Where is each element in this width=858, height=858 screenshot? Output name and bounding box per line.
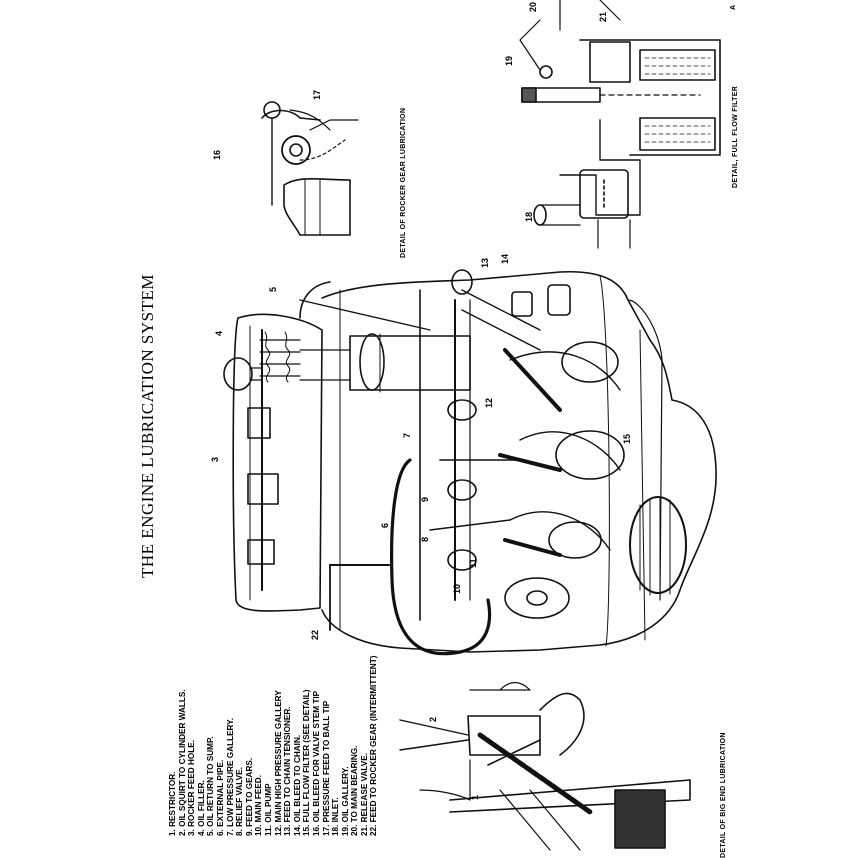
legend-item: 15. FULL FLOW FILTER (SEE DETAIL) xyxy=(302,689,312,836)
callout-15: 15 xyxy=(622,433,632,444)
legend-item: 14. OIL BLEED TO CHAIN. xyxy=(292,734,302,836)
callout-2: 2 xyxy=(428,716,438,722)
legend-item: 16. OIL BLEED FOR VALVE STEM TIP xyxy=(311,690,321,836)
callout-22: 22 xyxy=(310,629,320,640)
callout-3: 3 xyxy=(210,456,220,462)
callout-4: 4 xyxy=(214,330,224,336)
callout-1: 1 xyxy=(470,794,480,800)
legend-item: 21. RELEASE VALVE. xyxy=(359,753,369,836)
big-end-detail-caption: DETAIL OF BIG END LUBRICATION xyxy=(720,732,727,858)
callout-18: 18 xyxy=(524,211,534,222)
legend-item: 22. FEED TO ROCKER GEAR (INTERMITTENT) xyxy=(369,655,379,836)
legend-item: 8. RELIEF VALVE. xyxy=(235,767,245,836)
legend-item: 4. OIL FILLER. xyxy=(196,780,206,836)
callout-6: 6 xyxy=(380,522,390,528)
callout-10: 10 xyxy=(452,583,462,594)
callout-7: 7 xyxy=(402,432,412,438)
engine-cutaway xyxy=(223,269,717,656)
callout-8: 8 xyxy=(420,536,430,542)
legend-item: 3. ROCKER FEED HOLE. xyxy=(187,740,197,836)
callout-19: 19 xyxy=(504,55,514,66)
legend-item: 7. LOW PRESSURE GALLERY. xyxy=(225,718,235,836)
rocker-gear-detail xyxy=(261,101,359,236)
callout-14: 14 xyxy=(500,253,510,264)
callout-11: 11 xyxy=(468,558,478,568)
big-end-detail xyxy=(399,681,691,851)
diagram-title: THE ENGINE LUBRICATION SYSTEM xyxy=(138,274,157,578)
legend-item: 18. INLET. xyxy=(331,797,341,836)
legend-item: 6. EXTERNAL PIPE. xyxy=(215,759,225,836)
rocker-detail-caption: DETAIL OF ROCKER GEAR LUBRICATION xyxy=(400,107,407,258)
callout-21: 21 xyxy=(598,11,608,22)
callout-17: 17 xyxy=(312,89,322,100)
filter-detail-caption: DETAIL, FULL FLOW FILTER xyxy=(732,85,739,188)
legend: 1. RESTRICTOR. 2. OIL SQUIRT TO CYLINDER… xyxy=(168,656,379,836)
legend-item: 17. PRESSURE FEED TO BALL TIP xyxy=(321,700,331,836)
legend-item: 10. MAIN FEED. xyxy=(254,775,264,836)
legend-item: 1. RESTRICTOR. xyxy=(168,771,177,836)
callout-9: 9 xyxy=(420,496,430,502)
legend-item: 9. FEED TO GEARS. xyxy=(244,757,254,836)
corner-letter: A xyxy=(730,4,737,10)
callout-20: 20 xyxy=(528,1,538,12)
callout-13: 13 xyxy=(480,257,490,268)
callout-12: 12 xyxy=(484,397,494,408)
callout-16: 16 xyxy=(212,149,222,160)
filter-detail xyxy=(519,0,721,249)
legend-item: 19. OIL GALLERY. xyxy=(340,766,350,836)
legend-item: 12. MAIN HIGH PRESSURE GALLERY xyxy=(273,690,283,836)
legend-item: 13. FEED TO CHAIN TENSIONER. xyxy=(283,706,293,836)
callout-5: 5 xyxy=(268,286,278,292)
legend-item: 5. OIL RETURN TO SUMP. xyxy=(206,736,216,836)
legend-item: 11. OIL PUMP xyxy=(263,783,273,836)
legend-item: 20. TO MAIN BEARING. xyxy=(350,745,360,836)
legend-item: 2. OIL SQUIRT TO CYLINDER WALLS. xyxy=(177,689,187,836)
